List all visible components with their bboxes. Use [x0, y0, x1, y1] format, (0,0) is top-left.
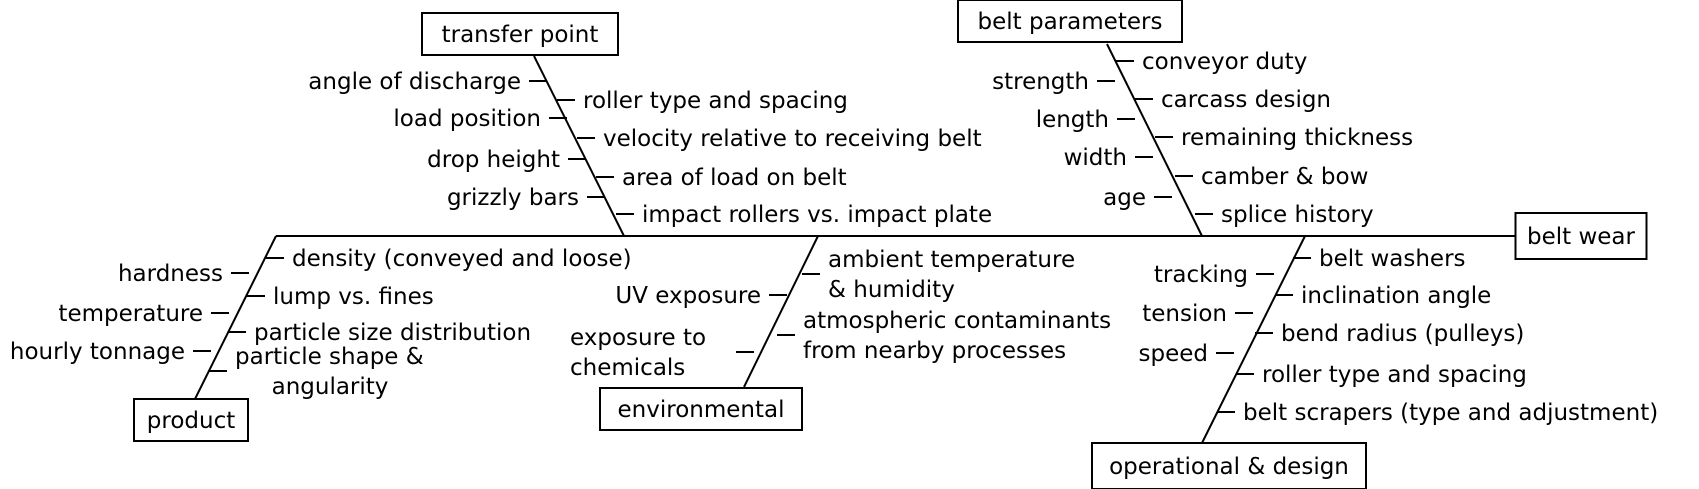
belt-parameters-right-cause-2-label: remaining thickness — [1181, 125, 1413, 151]
operational-design-title-box — [1091, 442, 1367, 489]
belt-parameters-left-cause-2-label: width — [1064, 145, 1127, 171]
product-right-cause-1-label: lump vs. fines — [273, 284, 434, 310]
belt-parameters-bone — [1106, 43, 1203, 237]
environmental-title-box — [599, 387, 803, 431]
environmental-left-cause-1-label-0: exposure to — [570, 325, 706, 351]
transfer-point-title-label: transfer point — [442, 22, 599, 48]
environmental-title-label: environmental — [618, 397, 785, 423]
transfer-point-left-cause-2-label: drop height — [427, 147, 560, 173]
operational-design-bone — [1201, 235, 1306, 444]
product-bone — [194, 235, 277, 400]
transfer-point-left-cause-0-label: angle of discharge — [308, 69, 521, 95]
environmental-left-cause-1-label-1: chemicals — [570, 355, 685, 381]
belt-parameters-title-box — [957, 0, 1183, 43]
operational-design-right-cause-3-label: roller type and spacing — [1262, 362, 1527, 388]
operational-design-left-cause-2-label: speed — [1139, 341, 1208, 367]
product-right-cause-2-label: particle size distribution — [254, 320, 531, 346]
operational-design-right-cause-0-label: belt washers — [1319, 246, 1466, 272]
product-left-cause-2-label: hourly tonnage — [10, 339, 185, 365]
operational-design-right-cause-2-label: bend radius (pulleys) — [1281, 321, 1524, 347]
environmental-left-cause-0-label: UV exposure — [615, 283, 761, 309]
operational-design-left-cause-0-label: tracking — [1154, 262, 1248, 288]
environmental-right-cause-0-label-1: & humidity — [828, 277, 955, 303]
transfer-point-right-cause-1-label: velocity relative to receiving belt — [603, 126, 982, 152]
environmental-right-cause-1-label-0: atmospheric contaminants — [803, 308, 1111, 334]
effect-label: belt wear — [1527, 224, 1636, 250]
transfer-point-right-cause-0-label: roller type and spacing — [583, 88, 848, 114]
effect-box — [1514, 212, 1648, 260]
product-right-cause-3-label-1: angularity — [272, 374, 389, 400]
transfer-point-title-box — [421, 12, 619, 56]
environmental-right-cause-1-label-1: from nearby processes — [803, 338, 1066, 364]
operational-design-left-cause-1-label: tension — [1142, 301, 1227, 327]
operational-design-right-cause-1-label: inclination angle — [1301, 283, 1491, 309]
product-title-label: product — [147, 408, 235, 434]
product-right-cause-3-label-0: particle shape & — [235, 344, 424, 370]
transfer-point-bone — [533, 55, 625, 237]
belt-parameters-title-label: belt parameters — [978, 9, 1163, 35]
environmental-right-cause-0-label-0: ambient temperature — [828, 247, 1075, 273]
transfer-point-right-cause-3-label: impact rollers vs. impact plate — [642, 202, 992, 228]
belt-parameters-right-cause-3-label: camber & bow — [1201, 164, 1368, 190]
belt-parameters-left-cause-0-label: strength — [992, 69, 1089, 95]
product-title-box — [133, 398, 249, 442]
transfer-point-left-cause-1-label: load position — [393, 106, 541, 132]
belt-parameters-right-cause-4-label: splice history — [1221, 202, 1374, 228]
belt-parameters-left-cause-3-label: age — [1103, 185, 1146, 211]
product-right-cause-0-label: density (conveyed and loose) — [292, 246, 632, 272]
belt-parameters-right-cause-1-label: carcass design — [1161, 87, 1331, 113]
environmental-bone — [743, 235, 819, 388]
product-left-cause-1-label: temperature — [58, 301, 203, 327]
operational-design-right-cause-4-label: belt scrapers (type and adjustment) — [1243, 400, 1658, 426]
operational-design-title-label: operational & design — [1109, 454, 1349, 480]
belt-parameters-right-cause-0-label: conveyor duty — [1142, 49, 1307, 75]
product-left-cause-0-label: hardness — [118, 261, 223, 287]
transfer-point-left-cause-3-label: grizzly bars — [447, 185, 579, 211]
belt-parameters-left-cause-1-label: length — [1036, 107, 1109, 133]
transfer-point-right-cause-2-label: area of load on belt — [622, 165, 847, 191]
